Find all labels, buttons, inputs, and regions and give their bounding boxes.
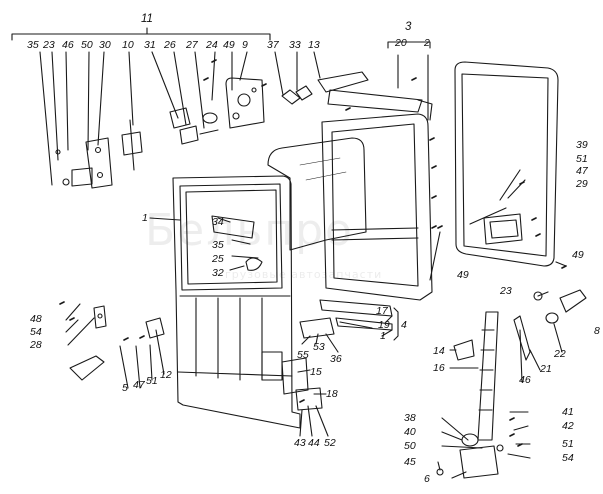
callout-label: 42 xyxy=(562,420,574,432)
callout-label: 49 xyxy=(223,39,235,51)
callout-label: 44 xyxy=(308,437,320,449)
callout-label: 17 xyxy=(376,305,388,317)
callout-label: 46 xyxy=(62,39,74,51)
watermark-logo: Бельпро xyxy=(145,205,354,256)
callout-label: 11 xyxy=(141,13,153,25)
hinge xyxy=(85,137,113,189)
callout-label: 50 xyxy=(81,39,93,51)
callout-label: 13 xyxy=(308,39,320,51)
callout-label: 14 xyxy=(433,345,445,357)
callout-label: 32 xyxy=(212,267,224,279)
door-outer-panel xyxy=(172,175,301,429)
callout-label: 39 xyxy=(576,139,588,151)
callout-label: 23 xyxy=(43,39,55,51)
callout-label: 36 xyxy=(330,353,342,365)
callout-label: 19 xyxy=(378,319,390,331)
callout-label: 53 xyxy=(313,341,325,353)
callout-label: 28 xyxy=(30,339,42,351)
callout-label: 10 xyxy=(122,39,134,51)
door-glass xyxy=(267,137,367,251)
callout-label: 18 xyxy=(326,388,338,400)
watermark-subtitle: грузовые автозапчасти xyxy=(225,268,383,281)
callout-label: 35 xyxy=(27,39,39,51)
callout-label: 50 xyxy=(404,440,416,452)
callout-label: 23 xyxy=(500,285,512,297)
callout-label: 24 xyxy=(206,39,218,51)
callout-label: 49 xyxy=(457,269,469,281)
callout-label: 8 xyxy=(594,325,600,337)
group-11-bracket xyxy=(11,33,271,41)
callout-label: 43 xyxy=(294,437,306,449)
callout-label: 12 xyxy=(160,369,172,381)
callout-label: 52 xyxy=(324,437,336,449)
callout-label: 29 xyxy=(576,178,588,190)
callout-label: 51 xyxy=(562,438,574,450)
callout-label: 25 xyxy=(212,253,224,265)
callout-label: 35 xyxy=(212,239,224,251)
callout-label: 22 xyxy=(554,348,566,360)
callout-label: 41 xyxy=(562,406,574,418)
callout-label: 4 xyxy=(401,319,407,331)
callout-label: 38 xyxy=(404,412,416,424)
window-regulator xyxy=(477,311,499,441)
door-lock xyxy=(225,77,265,129)
callout-label: 16 xyxy=(433,362,445,374)
inner-handle xyxy=(69,355,105,381)
callout-label: 34 xyxy=(212,216,224,228)
callout-label: 45 xyxy=(404,456,416,468)
callout-label: 55 xyxy=(297,349,309,361)
callout-label: 51 xyxy=(576,153,588,165)
callout-label: 31 xyxy=(144,39,156,51)
callout-label: 2 xyxy=(424,37,430,49)
callout-label: 49 xyxy=(572,249,584,261)
callout-label: 15 xyxy=(310,366,322,378)
callout-label: 1 xyxy=(142,212,148,224)
callout-label: 20 xyxy=(395,37,407,49)
callout-label: 51 xyxy=(146,375,158,387)
window-frame xyxy=(321,113,433,301)
callout-label: 3 xyxy=(405,21,412,33)
callout-label: 54 xyxy=(30,326,42,338)
callout-label: 47 xyxy=(133,379,145,391)
callout-label: 40 xyxy=(404,426,416,438)
outer-handle xyxy=(317,71,369,93)
callout-label: 33 xyxy=(289,39,301,51)
group-3-bracket xyxy=(387,41,431,49)
callout-label: 6 xyxy=(424,473,430,485)
callout-label: 26 xyxy=(164,39,176,51)
callout-label: 48 xyxy=(30,313,42,325)
callout-label: 46 xyxy=(519,374,531,386)
callout-label: 21 xyxy=(540,363,552,375)
callout-label: 30 xyxy=(99,39,111,51)
inner-cover-panel xyxy=(454,61,559,267)
callout-label: 1 xyxy=(380,330,386,342)
callout-label: 27 xyxy=(186,39,198,51)
callout-label: 54 xyxy=(562,452,574,464)
callout-label: 37 xyxy=(267,39,279,51)
callout-label: 47 xyxy=(576,165,588,177)
callout-label: 5 xyxy=(122,382,128,394)
callout-label: 9 xyxy=(242,39,248,51)
